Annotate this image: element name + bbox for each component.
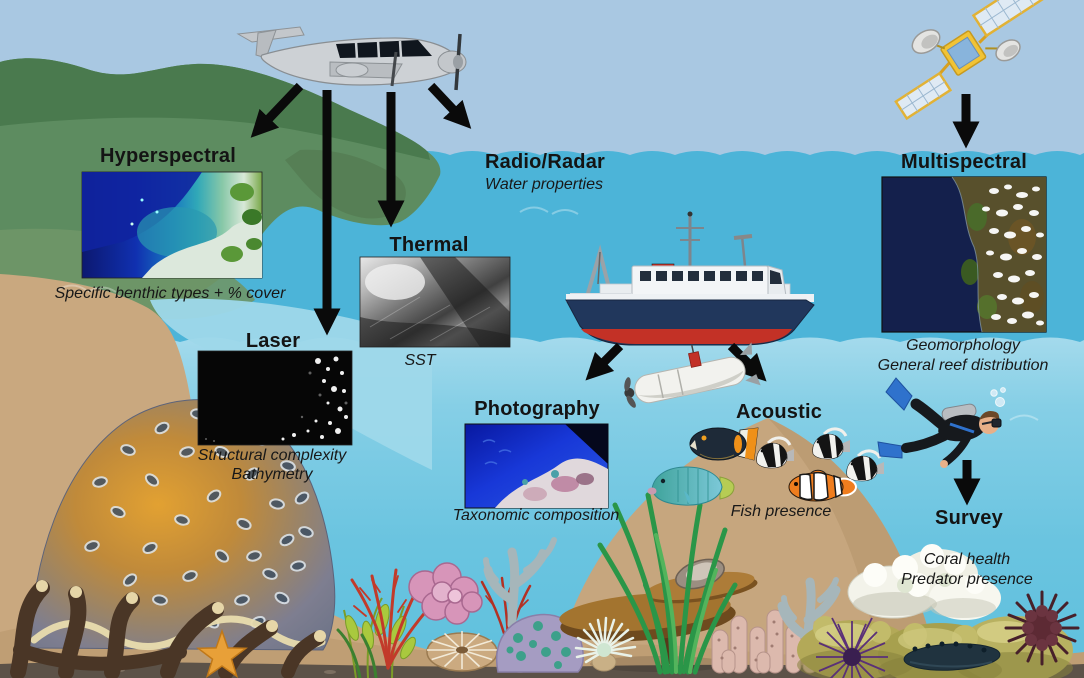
photography-image <box>464 423 609 509</box>
multispectral-caption-line2: General reef distribution <box>877 357 1049 374</box>
photography-label: Photography <box>474 398 600 420</box>
laser-caption-line1: Structural complexity <box>197 447 347 464</box>
thermal-caption: SST <box>404 352 436 369</box>
hyperspectral-caption: Specific benthic types + % cover <box>54 285 286 302</box>
acoustic-label: Acoustic <box>735 401 823 423</box>
cabbage-coral-icon <box>408 562 483 625</box>
sea-cucumber-icon <box>903 641 1001 671</box>
hyperspectral-label: Hyperspectral <box>100 145 236 167</box>
satellite-icon <box>894 0 1049 121</box>
multispectral-label: Multispectral <box>901 151 1027 173</box>
humphead-wrasse-icon <box>647 466 735 506</box>
survey-label: Survey <box>935 507 1003 529</box>
acoustic-caption: Fish presence <box>730 503 832 520</box>
starfish-icon <box>196 628 248 678</box>
surgeonfish-icon <box>689 427 759 461</box>
thermal-label: Thermal <box>389 234 469 256</box>
scuba-diver-icon <box>877 377 1006 468</box>
laser-caption-line2: Bathymetry <box>231 466 313 483</box>
multispectral-image <box>881 176 1047 333</box>
research-vessel-icon <box>565 211 815 346</box>
peninsula <box>285 149 406 219</box>
branching-coral-icon <box>10 580 326 678</box>
photography-caption: Taxonomic composition <box>452 507 620 524</box>
seaweed-icon <box>597 492 738 675</box>
crown-of-thorns-icon <box>1004 590 1080 666</box>
white-coral-icon <box>847 544 1001 620</box>
sea-urchin-icon <box>816 617 888 678</box>
arrow-plane-radar <box>427 82 472 129</box>
arrow-plane-hyperspectral <box>250 82 304 138</box>
arrow-boat-photography <box>585 342 624 381</box>
airplane-icon <box>236 26 467 91</box>
radio-radar-label: Radio/Radar <box>485 151 606 173</box>
anemone-icon <box>574 616 637 672</box>
multispectral-caption-line1: Geomorphology <box>906 337 1020 354</box>
laser-label: Laser <box>245 330 301 352</box>
clownfish-icon <box>788 469 858 502</box>
survey-caption-line2: Predator presence <box>901 571 1033 588</box>
hyperspectral-image <box>81 171 263 279</box>
laser-image <box>197 350 353 446</box>
auv-icon <box>624 342 761 408</box>
staghorn-coral-icon <box>483 537 557 630</box>
arrow-boat-acoustic <box>727 342 767 382</box>
thermal-image <box>359 256 511 348</box>
survey-caption-line1: Coral health <box>923 551 1011 568</box>
radio-radar-caption: Water properties <box>485 176 603 193</box>
mushroom-coral-icon <box>426 631 498 672</box>
bannerfish-icon <box>756 436 794 469</box>
